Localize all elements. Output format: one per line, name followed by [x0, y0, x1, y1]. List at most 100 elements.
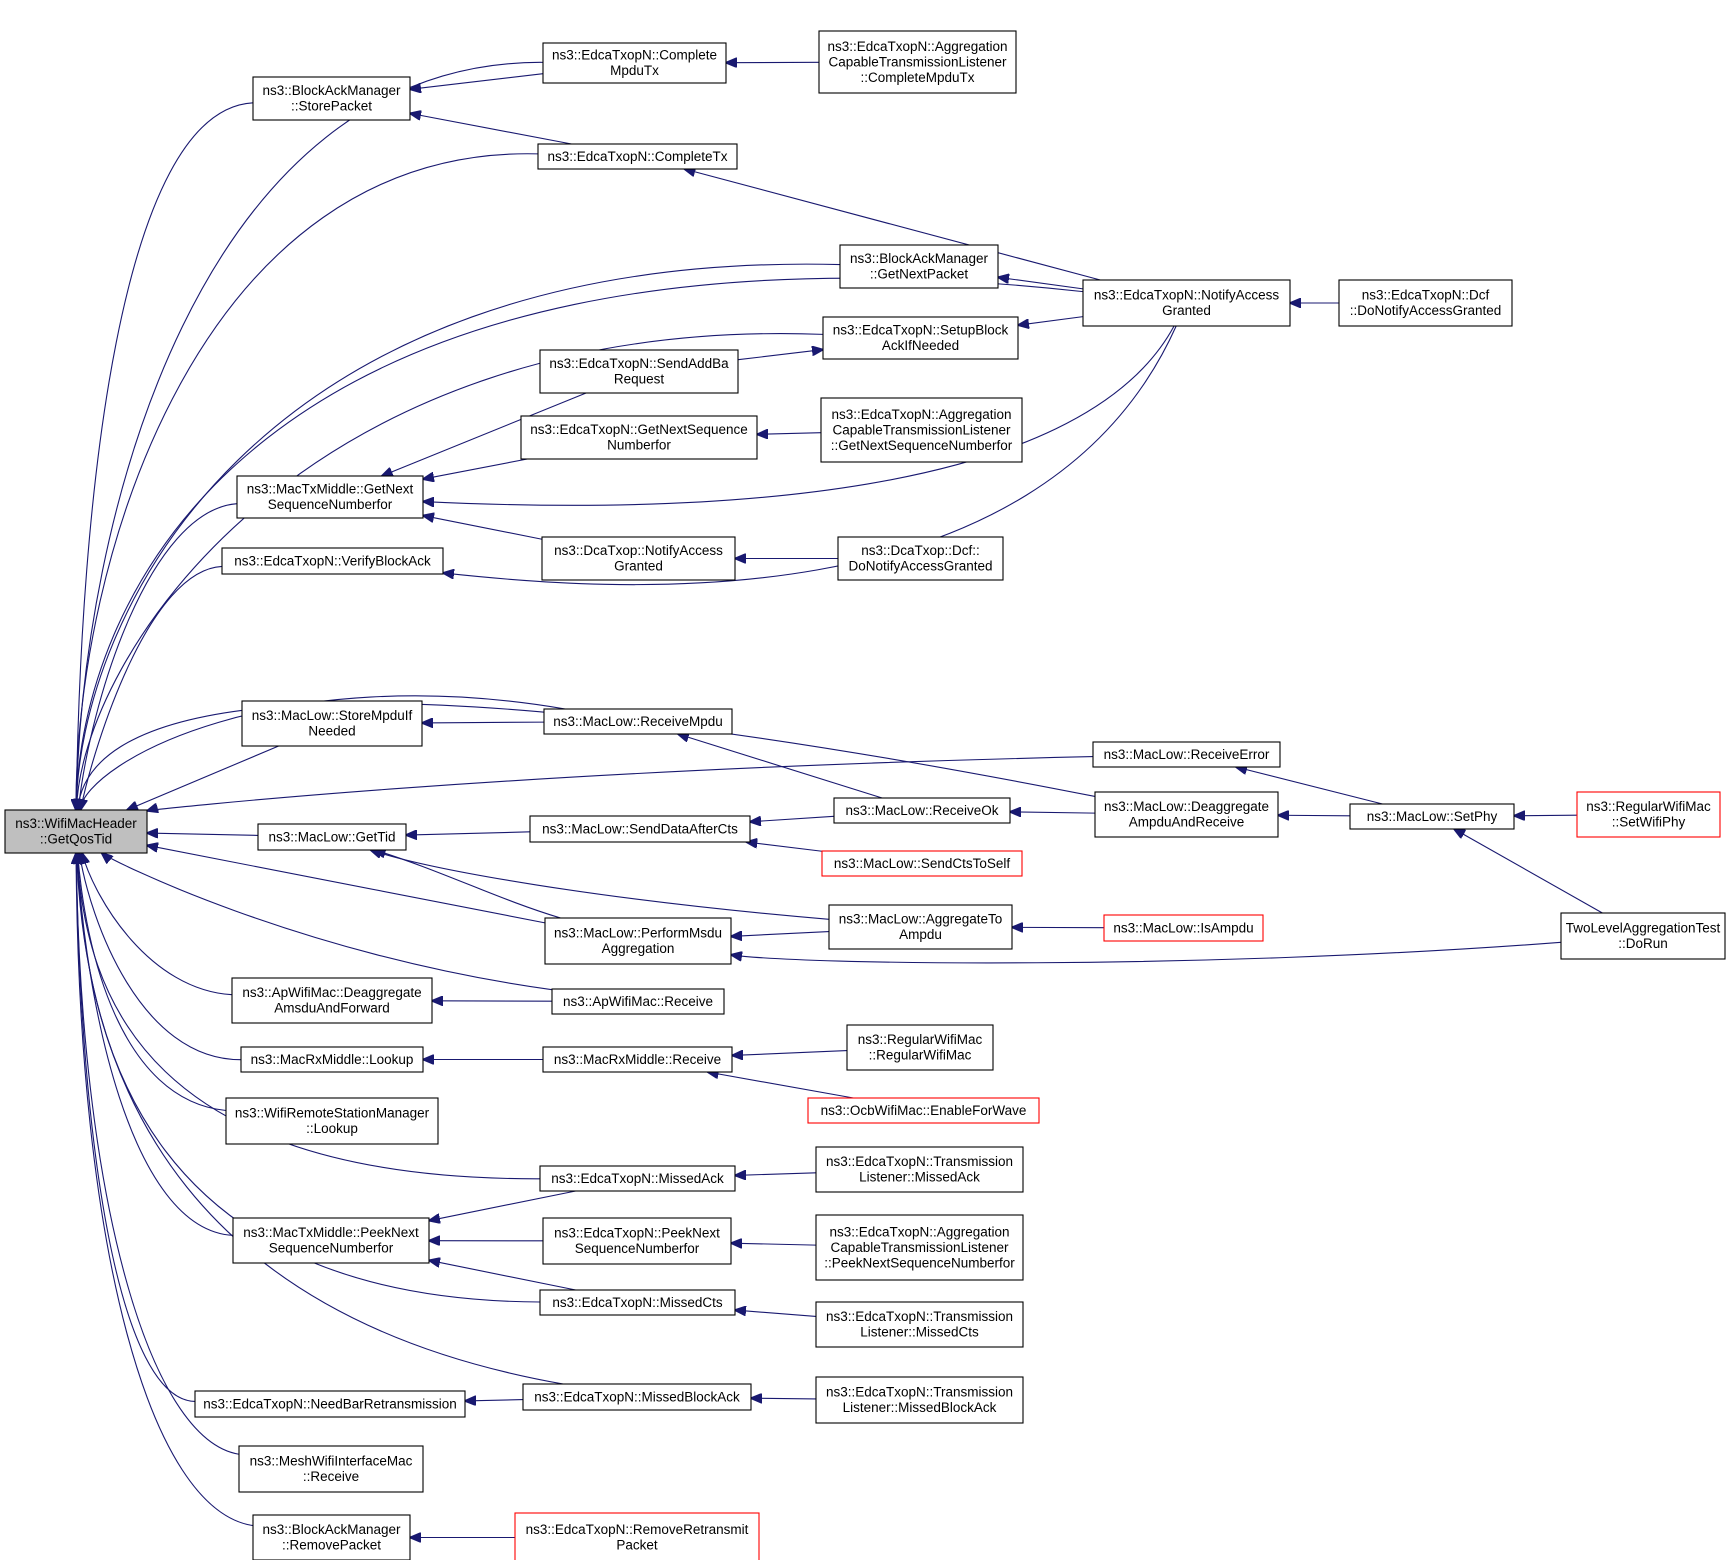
- node-agg-ct-mpdu[interactable]: ns3::EdcaTxopN::AggregationCapableTransm…: [818, 30, 1017, 94]
- node-mrm-lookup[interactable]: ns3::MacRxMiddle::Lookup: [240, 1046, 424, 1073]
- node-tl-missed-ba[interactable]: ns3::EdcaTxopN::TransmissionListener::Mi…: [815, 1376, 1024, 1424]
- node-missed-cts[interactable]: ns3::EdcaTxopN::MissedCts: [539, 1289, 736, 1316]
- node-label-line: ns3::EdcaTxopN::SetupBlock: [833, 323, 1009, 338]
- node-ml-recverr[interactable]: ns3::MacLow::ReceiveError: [1092, 741, 1281, 768]
- node-label-line: ns3::EdcaTxopN::Transmission: [826, 1385, 1013, 1400]
- edge-ml_recvok-to-ml_senddata: [750, 815, 835, 822]
- edge-ap_deagg-to-root: [82, 853, 233, 996]
- edge-agg_getnextseq-to-getnextseq_edca: [757, 433, 822, 435]
- node-tlat-dorun[interactable]: TwoLevelAggregationTest::DoRun: [1560, 912, 1726, 960]
- edge-tl_missed_ack-to-missed_ack: [735, 1173, 817, 1176]
- node-ml-gettid[interactable]: ns3::MacLow::GetTid: [257, 823, 407, 851]
- node-bam-store[interactable]: ns3::BlockAckManager::StorePacket: [252, 76, 411, 121]
- node-mtm-peek[interactable]: ns3::MacTxMiddle::PeekNextSequenceNumber…: [232, 1217, 430, 1264]
- node-ap-receive[interactable]: ns3::ApWifiMac::Receive: [551, 988, 725, 1015]
- node-ct-tx[interactable]: ns3::EdcaTxopN::CompleteTx: [537, 143, 738, 170]
- node-label-line: ns3::BlockAckManager: [262, 1522, 401, 1537]
- node-mrm-receive[interactable]: ns3::MacRxMiddle::Receive: [542, 1046, 733, 1073]
- edge-ml_deagg-to-ml_recvok: [1010, 812, 1096, 813]
- node-mtm-getnext[interactable]: ns3::MacTxMiddle::GetNextSequenceNumberf…: [236, 475, 424, 519]
- node-box: [541, 536, 736, 581]
- node-label-line: ns3::BlockAckManager: [850, 251, 989, 266]
- node-getnextseq-edca[interactable]: ns3::EdcaTxopN::GetNextSequenceNumberfor: [520, 415, 758, 460]
- node-ocb-enable[interactable]: ns3::OcbWifiMac::EnableForWave: [807, 1097, 1040, 1124]
- node-peek-edca[interactable]: ns3::EdcaTxopN::PeekNextSequenceNumberfo…: [542, 1217, 732, 1265]
- node-tl-missed-cts[interactable]: ns3::EdcaTxopN::TransmissionListener::Mi…: [815, 1301, 1024, 1348]
- node-dcf-edca[interactable]: ns3::EdcaTxopN::Dcf::DoNotifyAccessGrant…: [1338, 279, 1513, 327]
- node-bam-remove[interactable]: ns3::BlockAckManager::RemovePacket: [252, 1514, 411, 1560]
- node-root[interactable]: ns3::WifiMacHeader::GetQosTid: [4, 809, 148, 854]
- node-box: [238, 1445, 424, 1493]
- node-label-line: Granted: [1162, 303, 1211, 318]
- node-label-line: ns3::EdcaTxopN::Aggregation: [827, 39, 1007, 54]
- node-missed-ba[interactable]: ns3::EdcaTxopN::MissedBlockAck: [522, 1383, 752, 1411]
- edge-ml_setphy-to-ml_recverr: [1236, 767, 1383, 805]
- node-box: [815, 1376, 1024, 1424]
- node-box: [529, 815, 751, 843]
- node-label-line: ns3::EdcaTxopN::Aggregation: [831, 407, 1011, 422]
- node-ap-deagg[interactable]: ns3::ApWifiMac::DeaggregateAmsduAndForwa…: [231, 977, 433, 1024]
- node-dca-notify[interactable]: ns3::DcaTxop::NotifyAccessGranted: [541, 536, 736, 581]
- edge-need_bar-to-root: [76, 853, 196, 1402]
- node-box: [846, 1024, 994, 1071]
- node-need-bar[interactable]: ns3::EdcaTxopN::NeedBarRetransmission: [194, 1390, 466, 1418]
- node-rwm-setphy[interactable]: ns3::RegularWifiMac::SetWifiPhy: [1576, 791, 1721, 838]
- node-dca-dcf[interactable]: ns3::DcaTxop::Dcf::DoNotifyAccessGranted: [837, 536, 1004, 581]
- edge-agg_peek-to-peek_edca: [731, 1243, 817, 1245]
- node-label-line: SequenceNumberfor: [268, 497, 393, 512]
- edge-ml_recvmpdu-to-ml_store: [422, 722, 545, 723]
- node-box: [542, 42, 727, 84]
- edge-send_addba-to-mtm_getnext: [382, 392, 587, 476]
- edge-verify_ba-to-root: [80, 565, 223, 810]
- node-ct-mpdu[interactable]: ns3::EdcaTxopN::CompleteMpduTx: [542, 42, 727, 84]
- node-label-line: ns3::EdcaTxopN::SendAddBa: [549, 356, 729, 371]
- node-agg-peek[interactable]: ns3::EdcaTxopN::AggregationCapableTransm…: [815, 1214, 1024, 1281]
- node-label-line: TwoLevelAggregationTest: [1566, 921, 1721, 936]
- edge-tlat_dorun-to-ml_setphy: [1454, 829, 1603, 914]
- node-label-line: ns3::RegularWifiMac: [858, 1032, 983, 1047]
- node-label-line: ns3::EdcaTxopN::MissedAck: [551, 1171, 724, 1186]
- node-wrsm-lookup[interactable]: ns3::WifiRemoteStationManager::Lookup: [225, 1097, 439, 1145]
- node-label-line: ns3::MeshWifiInterfaceMac: [250, 1454, 413, 1469]
- node-label-line: ::DoRun: [1618, 936, 1668, 951]
- node-verify-ba[interactable]: ns3::EdcaTxopN::VerifyBlockAck: [221, 547, 444, 575]
- node-mesh-receive[interactable]: ns3::MeshWifiInterfaceMac::Receive: [238, 1445, 424, 1493]
- node-notify-edca[interactable]: ns3::EdcaTxopN::NotifyAccessGranted: [1082, 279, 1291, 327]
- node-ml-recvok[interactable]: ns3::MacLow::ReceiveOk: [833, 797, 1011, 824]
- edge-mtm_peek-to-root: [77, 853, 234, 1236]
- node-label-line: ns3::DcaTxop::NotifyAccess: [554, 543, 723, 558]
- node-label-line: ns3::MacTxMiddle::GetNext: [247, 482, 414, 497]
- node-label-line: ns3::EdcaTxopN::PeekNext: [554, 1226, 720, 1241]
- node-tl-missed-ack[interactable]: ns3::EdcaTxopN::TransmissionListener::Mi…: [815, 1146, 1024, 1193]
- edge-mrm_lookup-to-root: [79, 853, 242, 1061]
- edge-ct_mpdu-to-bam_store: [410, 73, 544, 90]
- node-agg-getnextseq[interactable]: ns3::EdcaTxopN::AggregationCapableTransm…: [820, 397, 1023, 463]
- node-label-line: AmpduAndReceive: [1129, 815, 1245, 830]
- node-box: [252, 1514, 411, 1560]
- node-label-line: ::StorePacket: [291, 99, 372, 114]
- node-box: [837, 536, 1004, 581]
- node-ml-senddata[interactable]: ns3::MacLow::SendDataAfterCts: [529, 815, 751, 843]
- node-label-line: CapableTransmissionListener: [828, 54, 1007, 69]
- node-label-line: ::GetQosTid: [40, 832, 112, 847]
- node-ml-recvmpdu[interactable]: ns3::MacLow::ReceiveMpdu: [543, 708, 733, 735]
- node-label-line: Numberfor: [607, 438, 671, 453]
- node-label-line: Request: [614, 372, 665, 387]
- node-bam-getnext[interactable]: ns3::BlockAckManager::GetNextPacket: [839, 244, 999, 289]
- node-box: [542, 1217, 732, 1265]
- node-missed-ack[interactable]: ns3::EdcaTxopN::MissedAck: [539, 1165, 736, 1192]
- node-ml-isampdu[interactable]: ns3::MacLow::IsAmpdu: [1103, 914, 1264, 942]
- node-ml-setphy[interactable]: ns3::MacLow::SetPhy: [1349, 803, 1515, 830]
- node-ml-sendcts[interactable]: ns3::MacLow::SendCtsToSelf: [821, 850, 1023, 877]
- node-label-line: ns3::EdcaTxopN::NotifyAccess: [1094, 288, 1280, 303]
- node-label-line: ::SetWifiPhy: [1612, 815, 1686, 830]
- node-rwm-ctor[interactable]: ns3::RegularWifiMac::RegularWifiMac: [846, 1024, 994, 1071]
- edge-rwm_ctor-to-mrm_receive: [732, 1051, 848, 1056]
